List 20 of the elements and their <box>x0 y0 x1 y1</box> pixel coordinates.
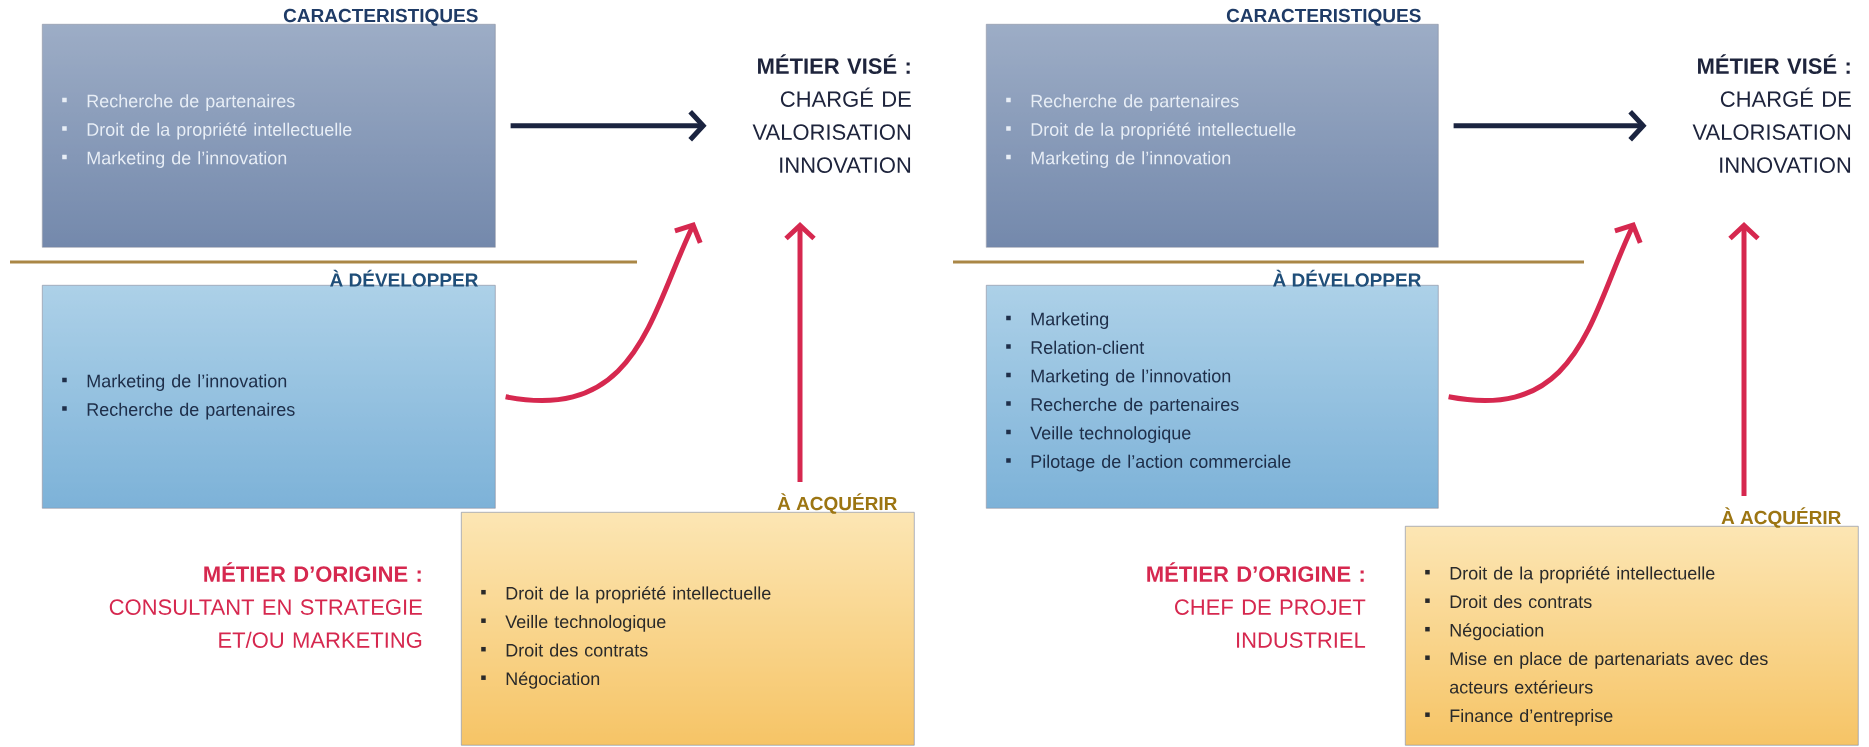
node-label: À ACQUÉRIR <box>777 493 897 514</box>
arrow <box>1728 222 1760 496</box>
skills-box: CARACTERISTIQUES Recherche de partenaires Droit de la propriété intellectuelle Marketing de l’innovation <box>42 8 496 248</box>
arrow <box>784 222 816 482</box>
job-title: MÉTIER VISÉ : CHARGÉ DE VALORISATION INNOVATION <box>1692 54 1851 173</box>
job-title: MÉTIER D’ORIGINE : CONSULTANT EN STRATEGIE ET/OU MARKETING <box>109 562 422 648</box>
node-label: À DÉVELOPPER <box>330 269 479 287</box>
node-label: CARACTERISTIQUES <box>283 8 478 26</box>
arrow <box>1448 222 1643 403</box>
job-title: MÉTIER D’ORIGINE : CHEF DE PROJET INDUSTRIEL <box>1147 562 1366 648</box>
node-label: À ACQUÉRIR <box>1721 507 1841 528</box>
skills-box: À DÉVELOPPER Marketing Relation-client Marketing de l’innovation Recherche de partenaires Veille technologique Pilotage de l’action commerciale <box>986 269 1439 509</box>
skills-box: CARACTERISTIQUES Recherche de partenaires Droit de la propriété intellectuelle Marketing de l’innovation <box>986 8 1439 248</box>
skills-box: À ACQUÉRIR Droit de la propriété intellectuelle Droit des contrats Négociation Mise en place de partenariats avec des acteurs extérieurs Finance d’entreprise <box>1405 507 1859 746</box>
job-title: MÉTIER VISÉ : CHARGÉ DE VALORISATION INNOVATION <box>752 54 911 173</box>
arrow <box>505 222 703 403</box>
arrow <box>510 110 707 142</box>
arrow <box>1453 110 1647 142</box>
node-label: À DÉVELOPPER <box>1273 269 1421 287</box>
node-label: CARACTERISTIQUES <box>1226 8 1421 26</box>
